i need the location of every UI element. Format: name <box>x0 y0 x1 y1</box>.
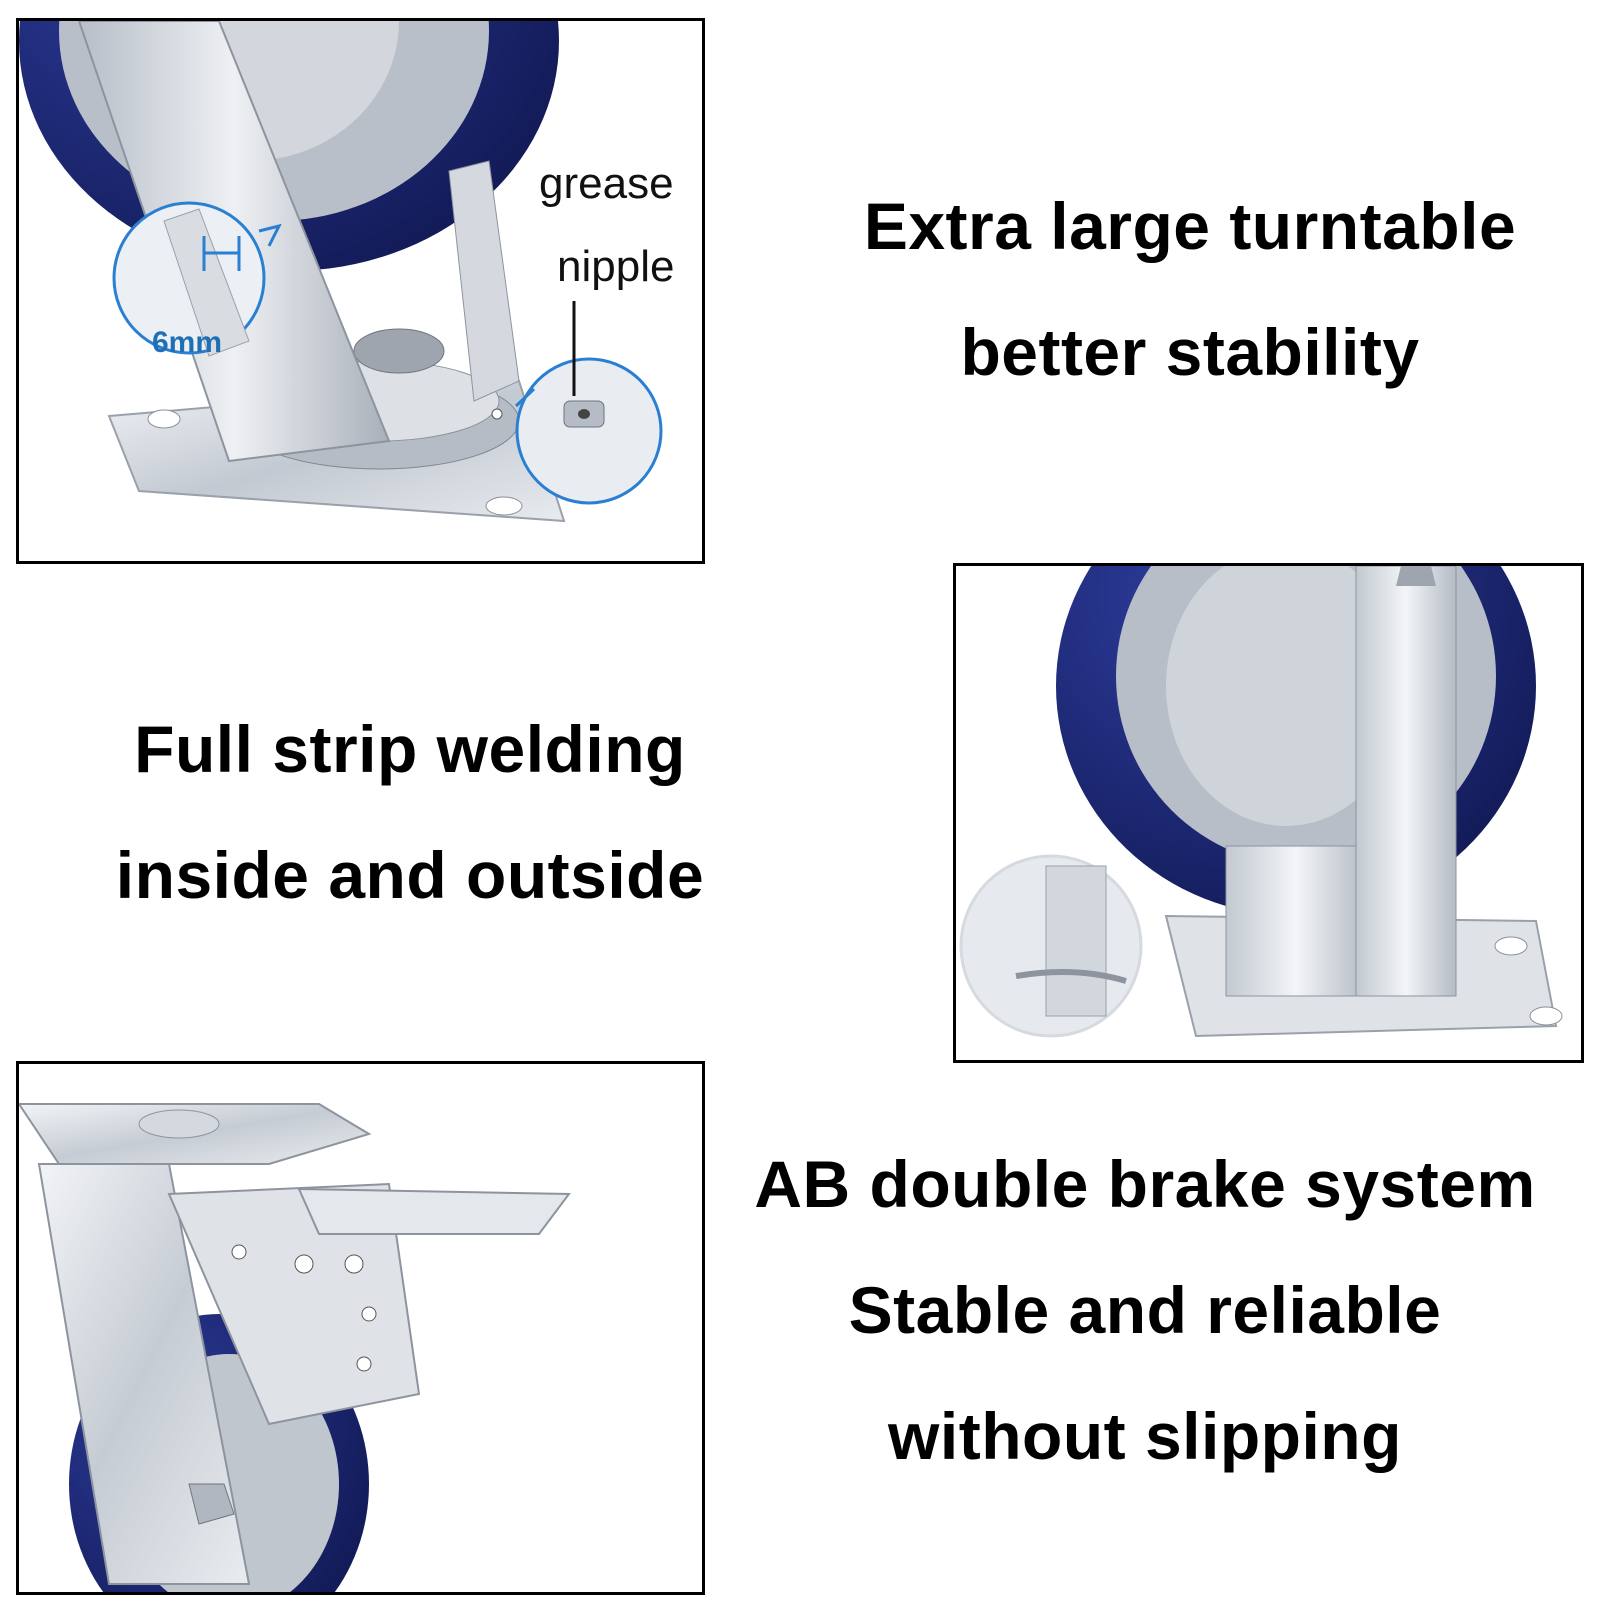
fork-leg <box>1355 566 1457 997</box>
caption-line: inside and outside <box>115 838 705 912</box>
caption-line: AB double brake system <box>754 1147 1536 1221</box>
grease-nipple-label-line2: nipple <box>557 242 675 291</box>
rigid-caster-image <box>959 566 1563 1038</box>
brake-caster-image <box>19 1103 571 1592</box>
grease-nipple-label-line1: grease <box>539 159 674 208</box>
brake-pedal <box>297 1187 571 1235</box>
caption-line: without slipping <box>888 1399 1402 1473</box>
fork-leg <box>37 1163 251 1585</box>
rigid-caster-photo <box>953 563 1584 1063</box>
thickness-marker-icon <box>202 236 241 271</box>
welding-caption: Full strip welding inside and outside <box>40 686 780 938</box>
caption-line: Stable and reliable <box>848 1273 1442 1347</box>
turntable-caption: Extra large turntable better stability <box>790 163 1590 415</box>
swivel-caster-photo: grease nipple 6mm <box>16 18 705 564</box>
grease-callout-circle <box>515 357 663 505</box>
swivel-caster-image <box>19 21 663 523</box>
caption-line: Full strip welding <box>134 712 686 786</box>
brake-caption: AB double brake system Stable and reliab… <box>690 1121 1600 1499</box>
thickness-label: 6mm <box>152 326 223 359</box>
caption-line: Extra large turntable <box>863 189 1517 263</box>
axle-nut <box>188 1483 235 1525</box>
brake-caster-photo <box>16 1061 705 1595</box>
caption-line: better stability <box>960 315 1420 389</box>
